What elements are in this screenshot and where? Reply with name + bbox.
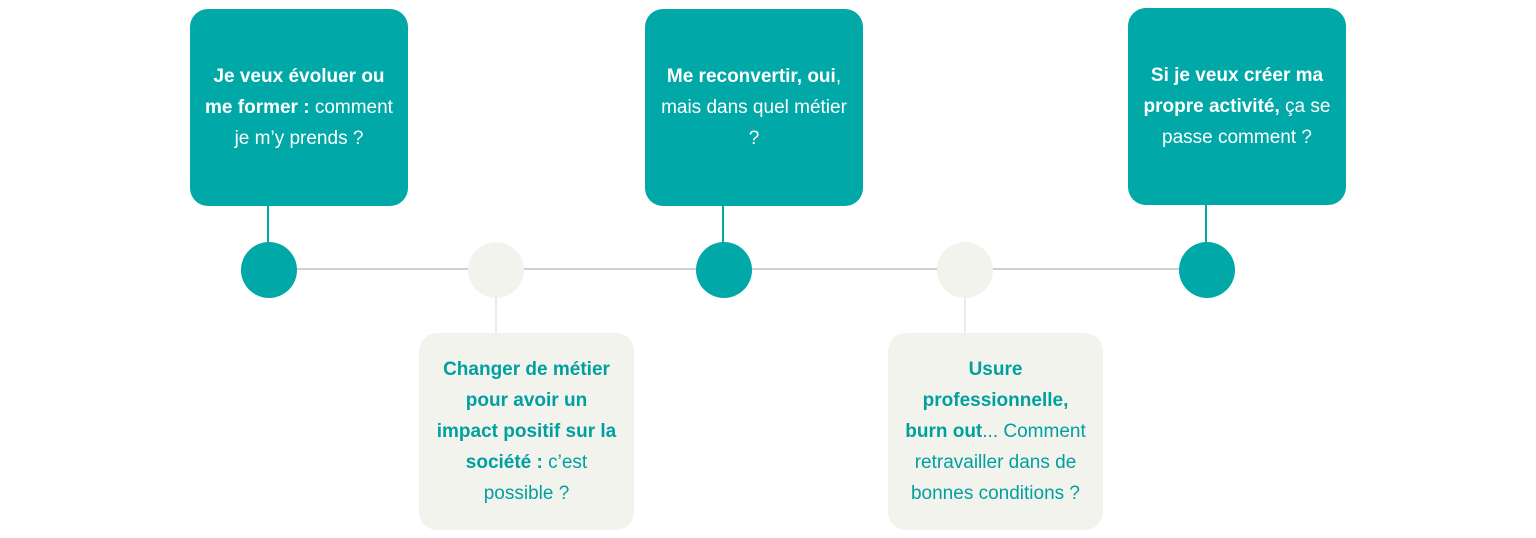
- card-normal-text: ça se passe comment ?: [1162, 96, 1331, 148]
- timeline-dot-impact: [468, 242, 524, 298]
- connector-impact: [495, 296, 497, 333]
- timeline-card-evoluer: Je veux évoluer ou me former : comment j…: [190, 9, 408, 206]
- timeline-card-burnout: Usure professionnelle, burn out... Comme…: [888, 333, 1103, 530]
- card-text: Changer de métier pour avoir un impact p…: [433, 354, 620, 509]
- timeline-dot-reconvertir: [696, 242, 752, 298]
- card-text: Si je veux créer ma propre activité, ça …: [1142, 60, 1332, 153]
- card-normal-text: comment je m’y prends ?: [234, 97, 393, 149]
- card-bold-text: Changer de métier pour avoir un impact p…: [436, 359, 617, 473]
- connector-creer: [1205, 205, 1207, 246]
- card-text: Me reconvertir, oui, mais dans quel méti…: [659, 61, 849, 154]
- card-text: Je veux évoluer ou me former : comment j…: [204, 61, 394, 154]
- timeline-card-creer: Si je veux créer ma propre activité, ça …: [1128, 8, 1346, 205]
- card-bold-text-2: oui: [802, 66, 836, 87]
- card-bold-text: Me reconvertir,: [666, 66, 803, 87]
- card-bold-text: Je veux évoluer ou me former :: [205, 66, 385, 118]
- card-bold-text: Usure professionnelle, burn out: [905, 359, 1069, 442]
- timeline-dot-burnout: [937, 242, 993, 298]
- connector-evoluer: [267, 206, 269, 246]
- timeline-dot-creer: [1179, 242, 1235, 298]
- card-normal-text: c’est possible ?: [483, 452, 588, 504]
- connector-burnout: [964, 296, 966, 333]
- timeline-card-impact: Changer de métier pour avoir un impact p…: [419, 333, 634, 530]
- timeline-card-reconvertir: Me reconvertir, oui, mais dans quel méti…: [645, 9, 863, 206]
- card-text: Usure professionnelle, burn out... Comme…: [902, 354, 1089, 509]
- card-normal-text: ... Comment retravailler dans de bonnes …: [910, 421, 1086, 504]
- connector-reconvertir: [722, 206, 724, 246]
- card-bold-text: Si je veux créer ma propre activité,: [1143, 65, 1324, 117]
- timeline-dot-evoluer: [241, 242, 297, 298]
- card-normal-text: , mais dans quel métier ?: [661, 66, 847, 149]
